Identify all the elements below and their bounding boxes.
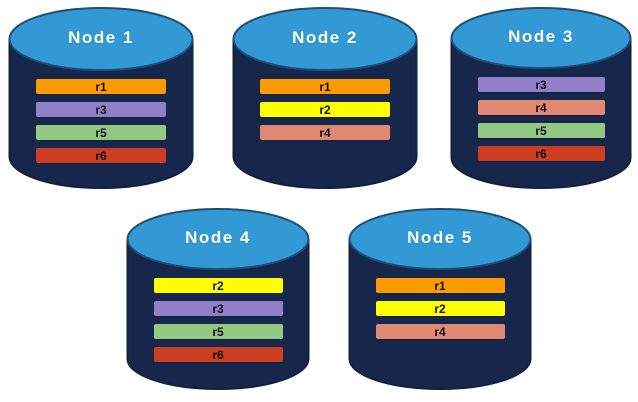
record-bar-r6[interactable]: r6 bbox=[36, 148, 166, 163]
record-bar-label: r5 bbox=[212, 324, 224, 339]
record-bar-r6[interactable]: r6 bbox=[477, 146, 605, 161]
cylinder-top-cap bbox=[348, 208, 532, 270]
cylinder-shape bbox=[232, 7, 418, 189]
record-bar-label: r2 bbox=[212, 278, 224, 293]
record-bar-label: r5 bbox=[535, 123, 547, 138]
record-bar-label: r4 bbox=[434, 324, 446, 339]
record-bar-label: r6 bbox=[535, 146, 547, 161]
record-bar-r4[interactable]: r4 bbox=[260, 125, 390, 140]
record-bar-r1[interactable]: r1 bbox=[260, 79, 390, 94]
cylinder-top-cap bbox=[450, 7, 632, 69]
cylinder-top-cap bbox=[8, 7, 194, 71]
record-bar-r1[interactable]: r1 bbox=[36, 79, 166, 94]
record-bar-label: r3 bbox=[95, 102, 107, 117]
record-bar-label: r6 bbox=[212, 347, 224, 362]
cylinder-top-cap bbox=[232, 7, 418, 71]
record-bar-list: r3 r4 r5 r6 bbox=[450, 77, 632, 161]
record-bar-label: r6 bbox=[95, 148, 107, 163]
record-bar-label: r3 bbox=[212, 301, 224, 316]
record-bar-label: r1 bbox=[95, 79, 107, 94]
record-bar-r5[interactable]: r5 bbox=[153, 324, 283, 339]
record-bar-r2[interactable]: r2 bbox=[153, 278, 283, 293]
cylinder-top-cap bbox=[126, 208, 310, 270]
record-bar-label: r1 bbox=[319, 79, 331, 94]
record-bar-list: r1 r3 r5 r6 bbox=[8, 79, 194, 163]
record-bar-r4[interactable]: r4 bbox=[477, 100, 605, 115]
record-bar-label: r2 bbox=[319, 102, 331, 117]
record-bar-r2[interactable]: r2 bbox=[260, 102, 390, 117]
record-bar-label: r1 bbox=[434, 278, 446, 293]
record-bar-r1[interactable]: r1 bbox=[375, 278, 505, 293]
record-bar-list: r1 r2 r4 bbox=[348, 278, 532, 339]
record-bar-r3[interactable]: r3 bbox=[153, 301, 283, 316]
record-bar-r2[interactable]: r2 bbox=[375, 301, 505, 316]
record-bar-r6[interactable]: r6 bbox=[153, 347, 283, 362]
record-bar-r4[interactable]: r4 bbox=[375, 324, 505, 339]
record-bar-r3[interactable]: r3 bbox=[36, 102, 166, 117]
record-bar-r5[interactable]: r5 bbox=[36, 125, 166, 140]
record-bar-label: r2 bbox=[434, 301, 446, 316]
record-bar-r3[interactable]: r3 bbox=[477, 77, 605, 92]
record-bar-list: r2 r3 r5 r6 bbox=[126, 278, 310, 362]
record-bar-label: r4 bbox=[319, 125, 331, 140]
record-bar-r5[interactable]: r5 bbox=[477, 123, 605, 138]
record-bar-label: r5 bbox=[95, 125, 107, 140]
record-bar-label: r4 bbox=[535, 100, 547, 115]
record-bar-list: r1 r2 r4 bbox=[232, 79, 418, 140]
record-bar-label: r3 bbox=[535, 77, 547, 92]
